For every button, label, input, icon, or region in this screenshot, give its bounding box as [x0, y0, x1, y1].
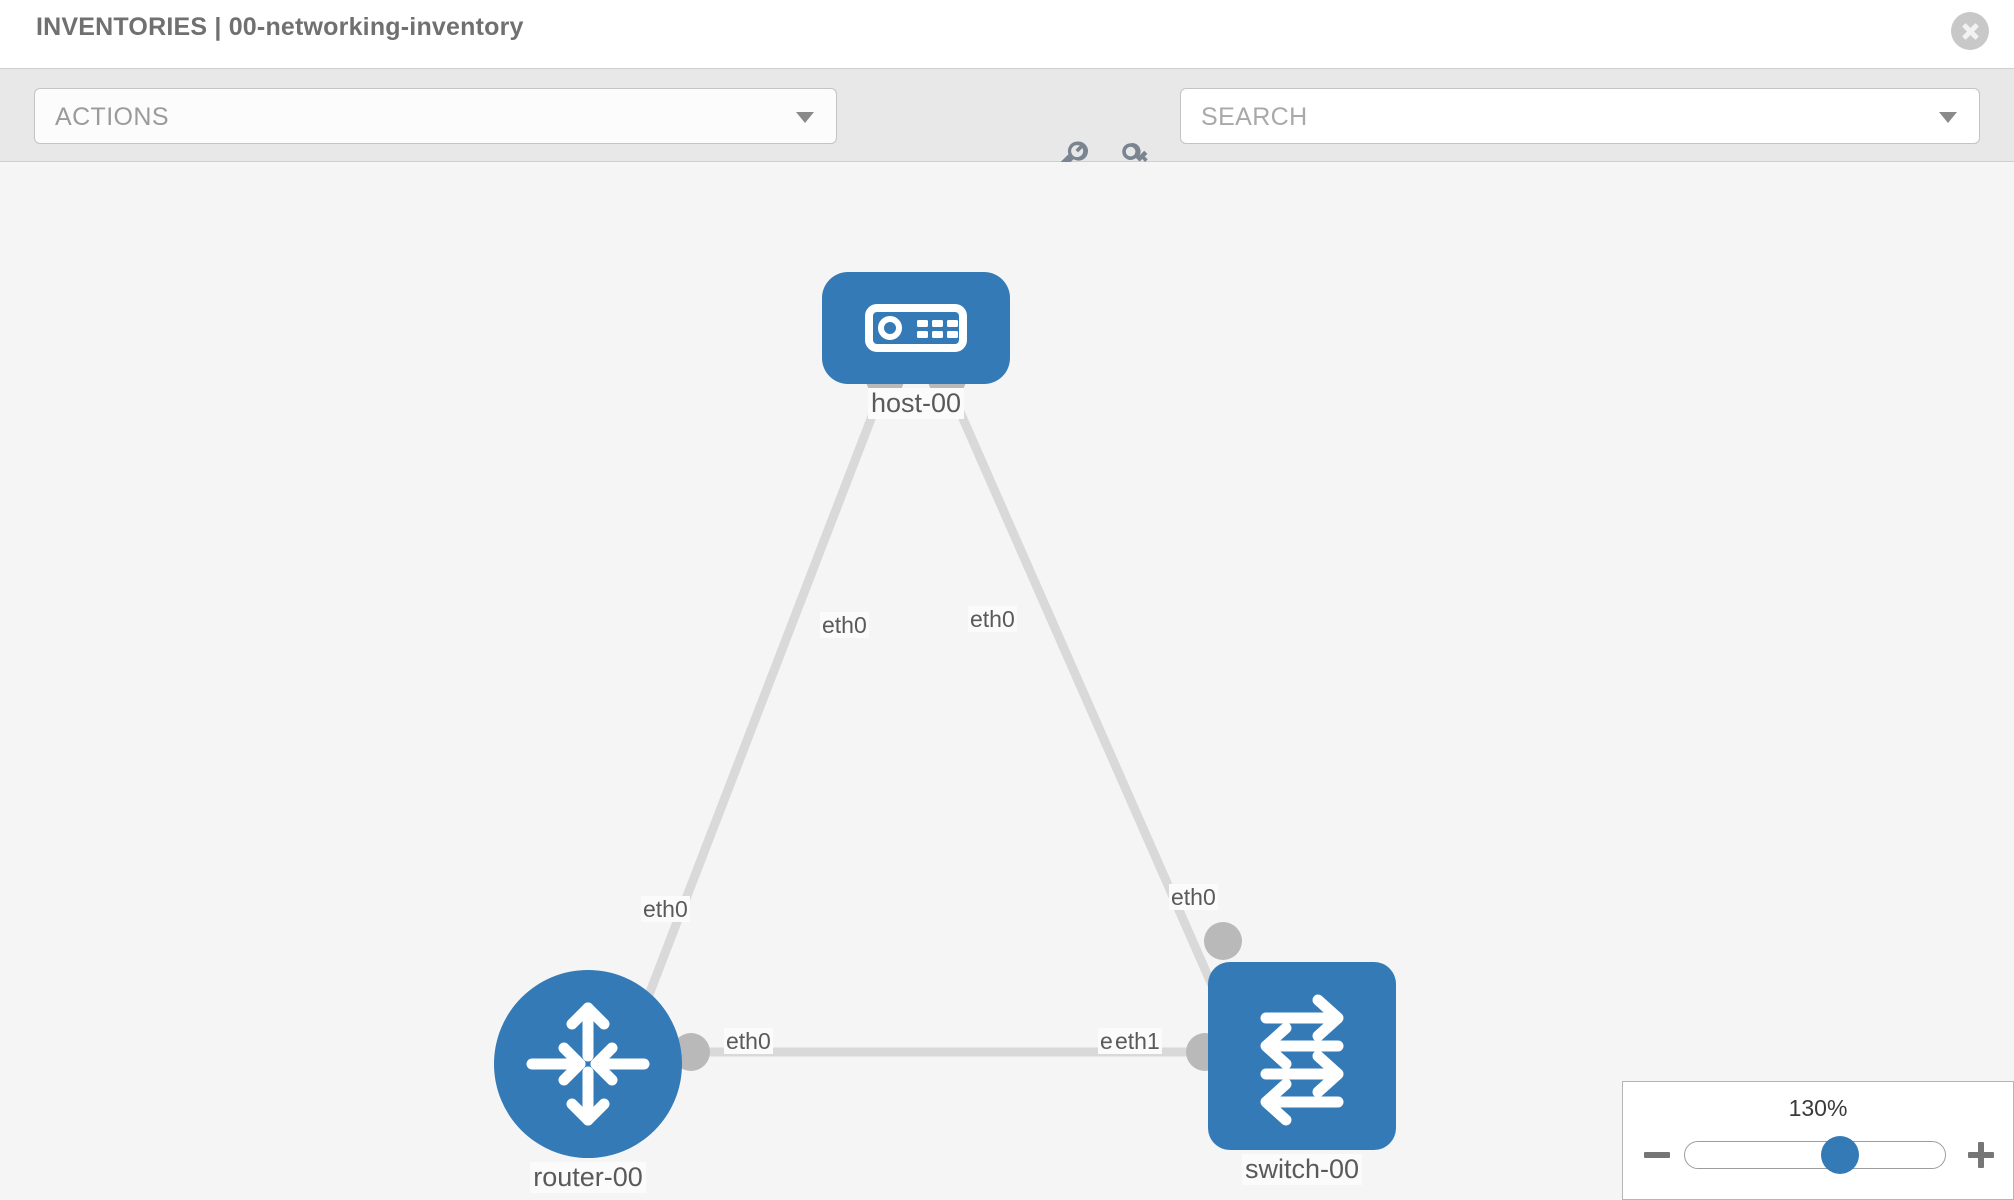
edge-label-switch00-eth0-up: eth0 [1169, 884, 1218, 911]
key-icon[interactable] [1114, 135, 1158, 179]
minus-icon-bar [1644, 1152, 1670, 1158]
zoom-slider-row [1623, 1134, 2013, 1176]
actions-dropdown[interactable]: ACTIONS [34, 88, 837, 144]
switch-icon [1260, 994, 1344, 1126]
node-router-00-label: router-00 [530, 1162, 646, 1193]
node-host-00-label: host-00 [867, 388, 965, 419]
toolbar: ACTIONS SEARCH [0, 68, 2014, 174]
chevron-down-icon [796, 112, 814, 123]
server-icon [865, 304, 967, 352]
plus-icon-bar-vertical [1978, 1142, 1984, 1168]
port-switch00-top[interactable] [1204, 922, 1242, 960]
node-switch-00-label: switch-00 [1241, 1154, 1363, 1185]
page-header: INVENTORIES | 00-networking-inventory [0, 0, 2014, 68]
close-icon[interactable] [1951, 12, 1989, 50]
node-host-00-shape [822, 272, 1010, 384]
actions-dropdown-label: ACTIONS [55, 103, 169, 131]
edge-label-host00-eth0-right: eth0 [968, 606, 1017, 633]
node-host-00[interactable]: host-00 [822, 272, 1010, 419]
topology-canvas[interactable]: host-00 [0, 162, 2014, 1200]
plus-icon[interactable] [1966, 1140, 1996, 1170]
chevron-down-icon[interactable] [1939, 112, 1957, 123]
page-title: INVENTORIES | 00-networking-inventory [36, 13, 524, 41]
zoom-level-label: 130% [1788, 1095, 1848, 1121]
minus-icon[interactable] [1642, 1140, 1672, 1170]
edge-label-router00-eth0-up: eth0 [641, 896, 690, 923]
edge-label-switch00-eth1-mid: eth1 [1113, 1028, 1162, 1055]
node-router-00-shape [494, 970, 682, 1158]
node-router-00[interactable]: router-00 [494, 970, 682, 1193]
edge-label-router00-eth0-mid: eth0 [724, 1028, 773, 1055]
zoom-slider-track[interactable] [1684, 1136, 1946, 1174]
search-placeholder: SEARCH [1201, 103, 1308, 131]
zoom-control-panel: 130% [1622, 1081, 2014, 1200]
edge-label-host00-eth0-left: eth0 [820, 612, 869, 639]
router-icon [526, 1002, 650, 1126]
zoom-slider-thumb[interactable] [1821, 1136, 1859, 1174]
edge-host00-switch00 [941, 375, 1227, 1013]
node-switch-00[interactable]: switch-00 [1208, 962, 1396, 1185]
node-switch-00-shape [1208, 962, 1396, 1150]
search-input[interactable]: SEARCH [1180, 88, 1980, 144]
